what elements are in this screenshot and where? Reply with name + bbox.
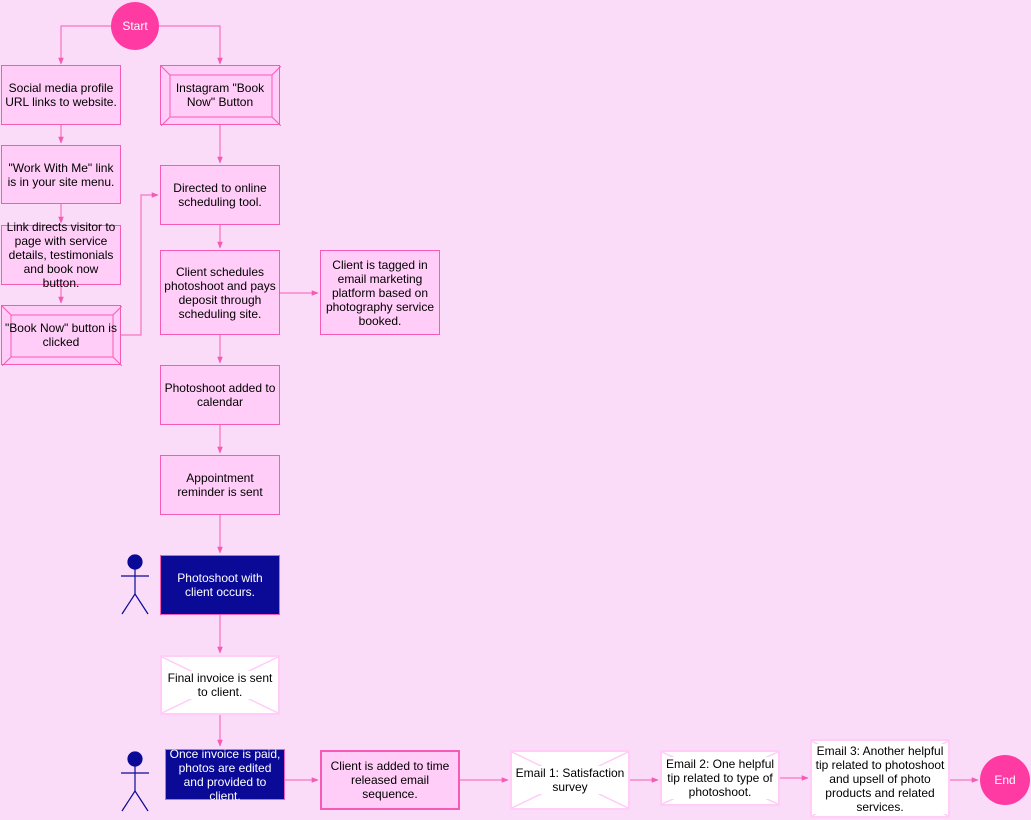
edge-start-instagram	[159, 25, 223, 65]
node-email-sequence: Client is added to time released email s…	[320, 750, 460, 810]
node-email-2-label: Email 2: One helpful tip related to type…	[662, 757, 778, 799]
node-final-invoice: Final invoice is sent to client.	[160, 655, 280, 715]
node-invoice-paid-label: Once invoice is paid, photos are edited …	[169, 746, 281, 803]
node-client-tagged: Client is tagged in email marketing plat…	[320, 250, 440, 335]
node-photoshoot-occurs-label: Photoshoot with client occurs.	[177, 571, 263, 599]
node-social-profile: Social media profile URL links to websit…	[1, 65, 121, 125]
node-email-2: Email 2: One helpful tip related to type…	[660, 750, 780, 806]
node-photoshoot-occurs: Photoshoot with client occurs.	[160, 555, 280, 615]
bevel-frame	[2, 306, 122, 366]
node-work-with-me-label: "Work With Me" link is in your site menu…	[7, 160, 115, 189]
node-instagram-button-label: Instagram "Book Now" Button	[175, 81, 265, 109]
edge-start-social	[58, 25, 111, 65]
node-email-1: Email 1: Satisfaction survey	[510, 750, 630, 810]
node-link-directs: Link directs visitor to page with servic…	[1, 220, 121, 290]
node-work-with-me: "Work With Me" link is in your site menu…	[1, 145, 121, 204]
node-social-profile-label: Social media profile URL links to websit…	[5, 81, 117, 109]
node-reminder-sent-label: Appointment reminder is sent	[177, 471, 263, 499]
start-label: Start	[122, 19, 148, 33]
node-email-sequence-label: Client is added to time released email s…	[330, 759, 450, 801]
node-instagram-button: Instagram "Book Now" Button	[160, 65, 281, 126]
end-terminal: End	[980, 755, 1030, 805]
node-final-invoice-label: Final invoice is sent to client.	[162, 671, 278, 699]
node-added-calendar-label: Photoshoot added to calendar	[164, 381, 276, 409]
node-reminder-sent: Appointment reminder is sent	[160, 455, 280, 515]
node-invoice-paid: Once invoice is paid, photos are edited …	[165, 746, 285, 803]
node-email-3-label: Email 3: Another helpful tip related to …	[812, 743, 948, 814]
node-email-1-label: Email 1: Satisfaction survey	[512, 766, 628, 794]
node-email-3: Email 3: Another helpful tip related to …	[810, 739, 950, 818]
actor-person-icon	[121, 751, 149, 812]
end-label: End	[994, 773, 1016, 787]
actor-person-icon	[121, 554, 149, 615]
node-book-now-clicked: "Book Now" button is clicked	[1, 305, 122, 366]
node-book-now-clicked-label: "Book Now" button is clicked	[5, 321, 117, 349]
edge-booknow-directed	[121, 192, 159, 336]
node-directed-scheduling-label: Directed to online scheduling tool.	[173, 181, 267, 209]
start-terminal: Start	[111, 2, 159, 50]
node-link-directs-label: Link directs visitor to page with servic…	[6, 220, 116, 290]
node-client-schedules: Client schedules photoshoot and pays dep…	[160, 250, 280, 335]
node-directed-scheduling: Directed to online scheduling tool.	[160, 165, 280, 225]
node-added-calendar: Photoshoot added to calendar	[160, 365, 280, 425]
node-client-tagged-label: Client is tagged in email marketing plat…	[325, 257, 435, 328]
node-client-schedules-label: Client schedules photoshoot and pays dep…	[164, 264, 276, 321]
bevel-frame	[161, 66, 281, 126]
